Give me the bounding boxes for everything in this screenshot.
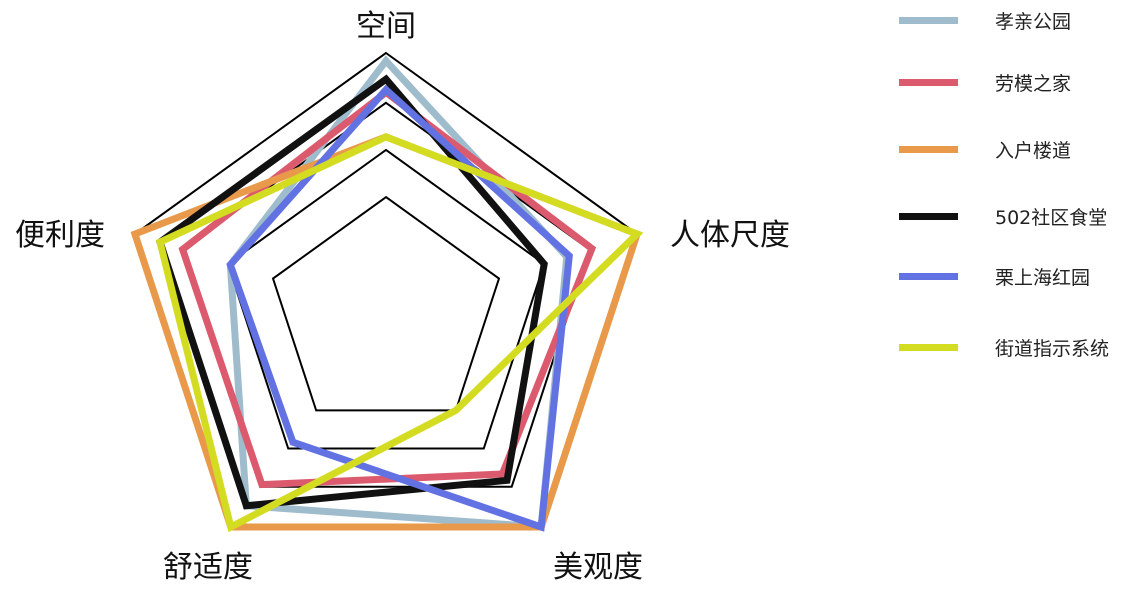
axis-label-space: 空间 bbox=[356, 9, 416, 44]
legend-swatch bbox=[899, 272, 958, 280]
radar-chart bbox=[130, 51, 644, 533]
axis-label-comfort: 舒适度 bbox=[163, 550, 253, 585]
series-polygon bbox=[226, 84, 573, 532]
legend-item[interactable]: 502社区食堂 bbox=[899, 201, 1107, 231]
legend-swatch bbox=[899, 343, 958, 351]
axis-label-aesthetics: 美观度 bbox=[553, 550, 643, 585]
axis-label-body-scale: 人体尺度 bbox=[670, 218, 790, 253]
legend-item[interactable]: 街道指示系统 bbox=[899, 332, 1109, 362]
legend-label: 栗上海红园 bbox=[995, 266, 1091, 289]
radar-series bbox=[130, 55, 644, 533]
legend-item[interactable]: 入户楼道 bbox=[899, 134, 1071, 164]
legend-swatch bbox=[899, 212, 958, 220]
legend-label: 孝亲公园 bbox=[995, 10, 1072, 33]
legend-label: 劳模之家 bbox=[995, 72, 1072, 95]
grid-ring bbox=[271, 195, 501, 412]
legend-item[interactable]: 栗上海红园 bbox=[899, 261, 1090, 291]
legend-label: 街道指示系统 bbox=[995, 337, 1110, 360]
legend: 孝亲公园 劳模之家 入户楼道 502社区食堂 栗上海红园 街道指示系统 bbox=[899, 0, 1137, 380]
axis-label-convenience: 便利度 bbox=[15, 218, 105, 253]
legend-swatch bbox=[899, 78, 958, 86]
legend-swatch bbox=[899, 145, 958, 153]
legend-label: 入户楼道 bbox=[995, 139, 1072, 162]
legend-swatch bbox=[899, 16, 958, 24]
series-polygon bbox=[155, 133, 644, 533]
legend-item[interactable]: 孝亲公园 bbox=[899, 5, 1071, 35]
legend-label: 502社区食堂 bbox=[995, 206, 1108, 229]
series-polygon bbox=[226, 55, 571, 531]
series-polygon bbox=[178, 87, 597, 489]
series-polygon bbox=[155, 74, 548, 510]
legend-item[interactable]: 劳模之家 bbox=[899, 67, 1071, 97]
